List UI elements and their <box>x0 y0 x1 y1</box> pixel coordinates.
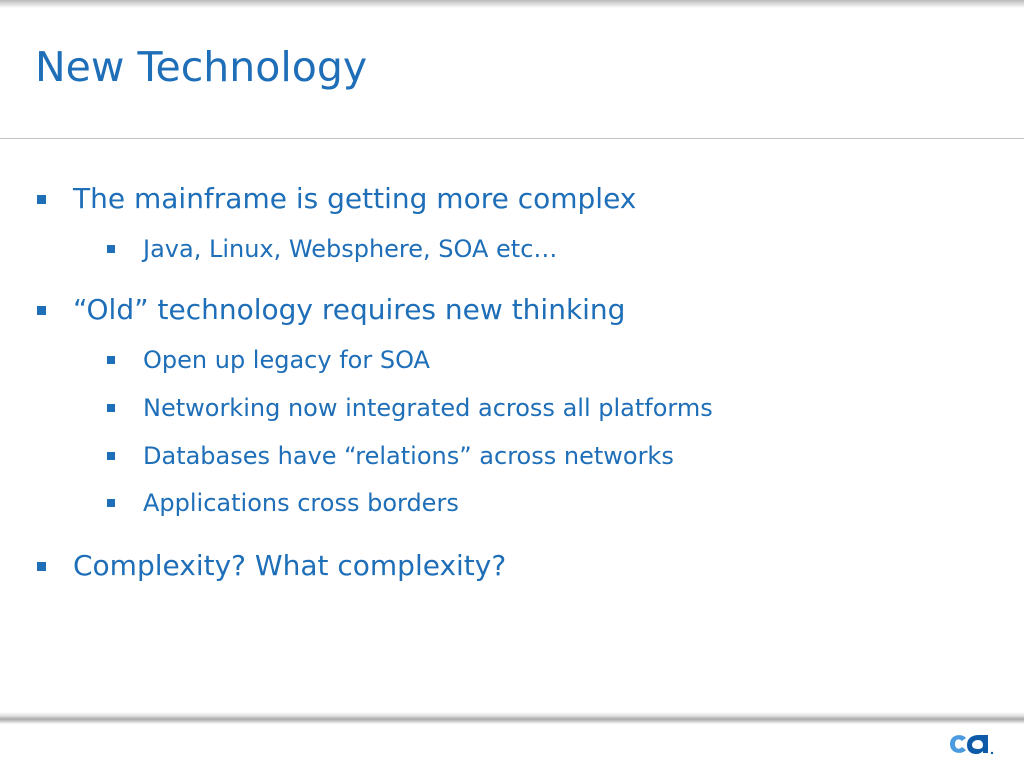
bullet-text: Complexity? What complexity? <box>73 549 507 582</box>
bullet-text: Open up legacy for SOA <box>143 346 430 374</box>
square-bullet-icon <box>107 452 115 460</box>
sub-bullet-applications: Applications cross borders <box>107 487 459 519</box>
square-bullet-icon <box>37 195 46 204</box>
sub-bullet-databases: Databases have “relations” across networ… <box>107 440 674 472</box>
bullet-text: “Old” technology requires new thinking <box>73 293 626 326</box>
bottom-shadow-bar <box>0 712 1024 724</box>
bullet-text: The mainframe is getting more complex <box>73 182 637 215</box>
bullet-text: Applications cross borders <box>143 489 459 517</box>
square-bullet-icon <box>37 562 46 571</box>
square-bullet-icon <box>107 245 115 253</box>
ca-logo-icon <box>950 735 994 755</box>
sub-bullet-networking: Networking now integrated across all pla… <box>107 392 713 424</box>
square-bullet-icon <box>37 306 46 315</box>
square-bullet-icon <box>107 404 115 412</box>
bullet-complexity: Complexity? What complexity? <box>37 548 507 584</box>
title-divider <box>0 138 1024 139</box>
top-shadow-bar <box>0 0 1024 8</box>
square-bullet-icon <box>107 499 115 507</box>
square-bullet-icon <box>107 356 115 364</box>
bullet-mainframe: The mainframe is getting more complex <box>37 181 637 217</box>
ca-logo-dot <box>990 751 994 755</box>
ca-logo-c <box>950 735 966 753</box>
bullet-text: Java, Linux, Websphere, SOA etc… <box>143 235 558 263</box>
slide-title: New Technology <box>35 43 368 91</box>
bullet-list: The mainframe is getting more complex Ja… <box>37 181 713 584</box>
sub-bullet-java: Java, Linux, Websphere, SOA etc… <box>107 233 558 265</box>
bullet-text: Networking now integrated across all pla… <box>143 394 713 422</box>
sub-bullet-legacy: Open up legacy for SOA <box>107 344 430 376</box>
bullet-text: Databases have “relations” across networ… <box>143 442 674 470</box>
ca-logo-a <box>967 735 988 754</box>
bullet-old-technology: “Old” technology requires new thinking <box>37 292 626 328</box>
